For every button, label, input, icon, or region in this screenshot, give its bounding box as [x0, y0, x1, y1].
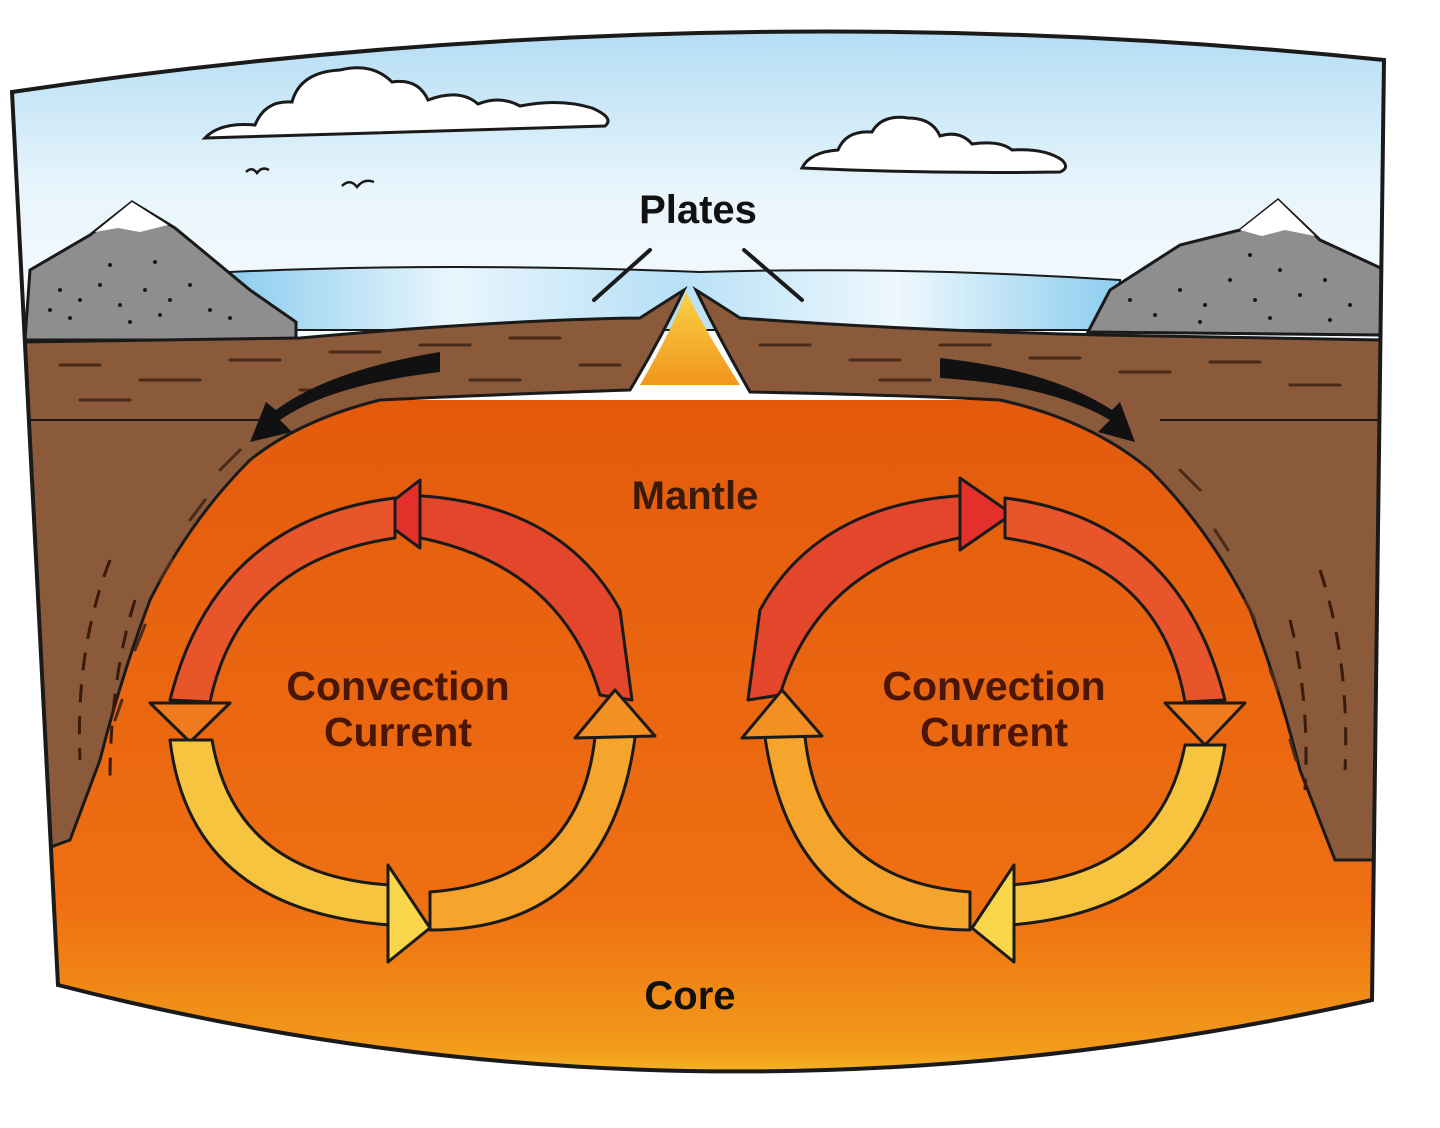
plates-pointer-lines	[592, 248, 804, 302]
circular-arrow-icon	[740, 476, 1247, 964]
plate-left	[13, 285, 688, 863]
mantle-label: Mantle	[631, 474, 759, 518]
cloud-icon	[799, 115, 1067, 174]
mantle-flow-lines	[77, 559, 1348, 791]
curved-arrow-icon	[940, 358, 1135, 442]
convection-right-line1: Convection	[882, 663, 1106, 709]
convection-left-line2: Current	[323, 708, 473, 755]
convection-current-left-label: Convection Current	[238, 663, 558, 756]
circular-arrow-icon	[148, 478, 657, 964]
convection-left-line1: Convection	[286, 663, 510, 709]
mountain-right	[1085, 198, 1384, 337]
mountain-left	[23, 200, 298, 342]
core-label: Core	[644, 974, 736, 1018]
mantle-layer	[12, 400, 1384, 1072]
magma-ridge	[640, 292, 740, 385]
plate-right	[692, 285, 1384, 862]
convection-current-right-label: Convection Current	[834, 663, 1154, 756]
diagram-frame	[9, 29, 1387, 1074]
convection-right-line2: Current	[919, 708, 1069, 755]
cloud-icon	[201, 66, 610, 140]
curved-arrow-icon	[250, 352, 440, 442]
bird-icon	[245, 167, 375, 190]
plates-label: Plates	[639, 188, 757, 232]
